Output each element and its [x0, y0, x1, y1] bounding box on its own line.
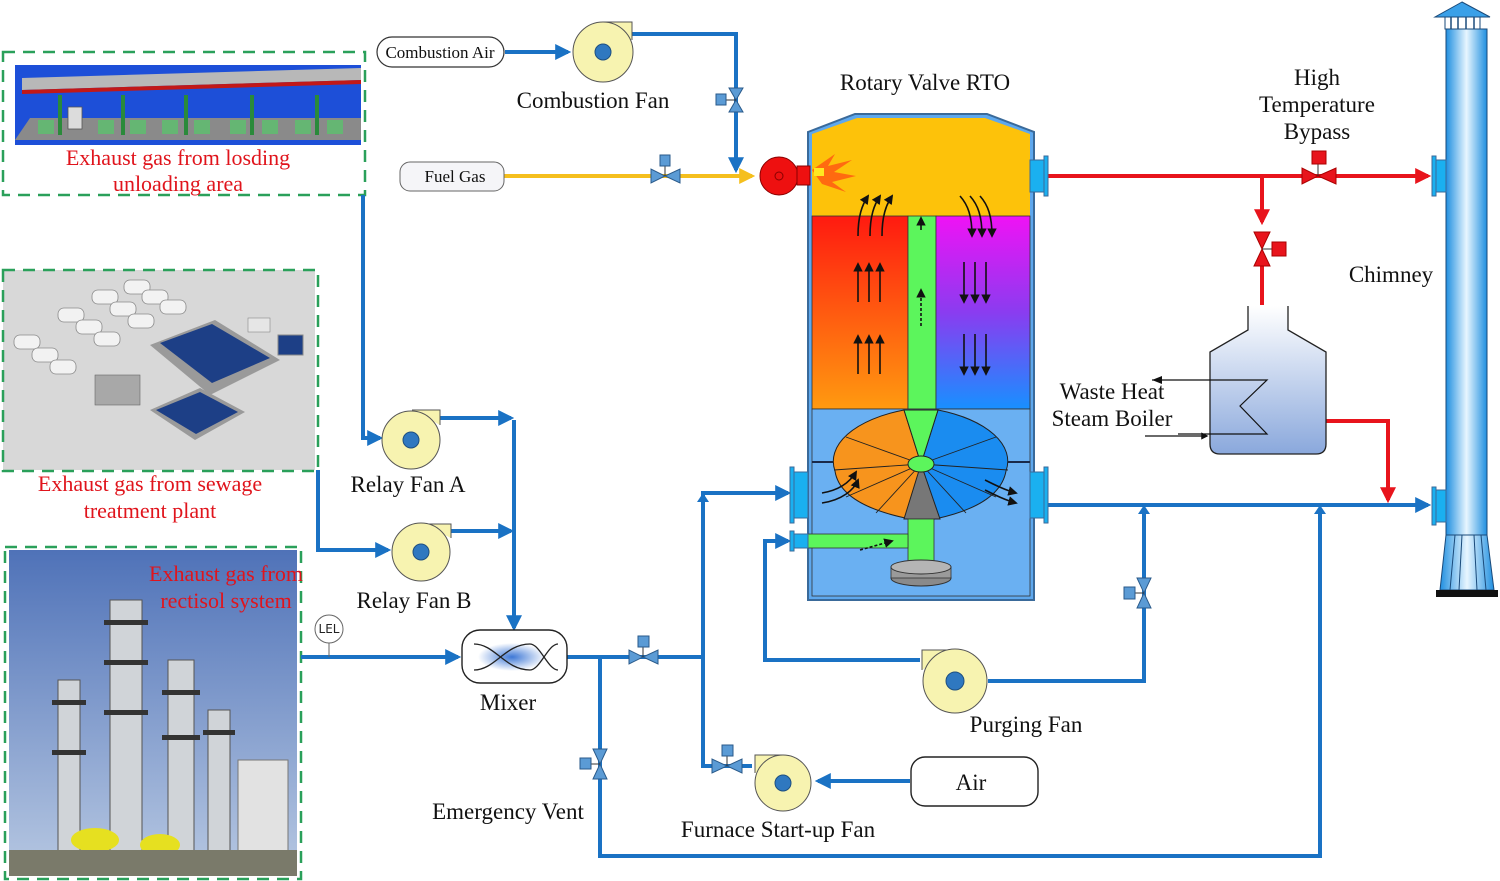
rotary-valve-rto[interactable]: [789, 113, 1049, 601]
startup-fan-valve[interactable]: [711, 744, 743, 774]
mixer-label: Mixer: [480, 690, 537, 715]
combustion-air-valve[interactable]: [715, 87, 744, 113]
actuator-icon: [659, 154, 671, 167]
chimney-label: Chimney: [1349, 262, 1434, 287]
actuator-icon: [721, 744, 734, 757]
rectisol-towers-illustration: [9, 599, 297, 876]
emergency-vent-label: Emergency Vent: [432, 799, 584, 824]
source-loading-label-1: Exhaust gas from losding: [66, 145, 290, 170]
bypass-label-3: Bypass: [1284, 119, 1351, 144]
combustion-fan[interactable]: [572, 21, 634, 83]
high-temp-bypass-valve[interactable]: [1301, 150, 1337, 185]
source-border: [1, 50, 367, 197]
loading-station-image: [15, 65, 361, 145]
rto-purge-inlet: [793, 533, 809, 549]
heat-bed-inlet: [811, 215, 909, 410]
combustion-fan-label: Combustion Fan: [517, 88, 670, 113]
boiler-label-1: Waste Heat: [1060, 379, 1165, 404]
chimney[interactable]: [1431, 1, 1498, 597]
purging-fan-label: Purging Fan: [970, 712, 1083, 737]
fan-hub-icon: [402, 431, 420, 449]
lel-label: LEL: [319, 622, 340, 636]
purge-column: [907, 215, 937, 410]
fuel-gas-label: Fuel Gas: [425, 167, 486, 186]
fan-hub-icon: [774, 774, 792, 792]
boiler-label-2: Steam Boiler: [1052, 406, 1173, 431]
source-sewage-label-1: Exhaust gas from sewage: [38, 471, 262, 496]
rto-outlet-hot: [1029, 159, 1045, 193]
flame-icon: [812, 154, 856, 192]
fuel-gas-valve[interactable]: [650, 154, 681, 184]
purging-fan[interactable]: [921, 648, 988, 714]
rto-outlet-clean: [1029, 471, 1045, 519]
combustion-air-label: Combustion Air: [385, 43, 494, 62]
lel-sensor[interactable]: LEL: [314, 614, 344, 657]
mixer[interactable]: [461, 629, 568, 684]
source-loading-label-2: unloading area: [113, 171, 243, 196]
fuel-gas-terminal[interactable]: Fuel Gas: [399, 161, 505, 192]
emergency-vent-valve[interactable]: [579, 748, 608, 780]
source-rectisol-system: Exhaust gas from rectisol system: [3, 545, 303, 881]
rto-label: Rotary Valve RTO: [840, 70, 1010, 95]
actuator-icon: [1123, 586, 1136, 600]
boiler-inlet-valve[interactable]: [1253, 231, 1287, 267]
source-rectisol-label-1: Exhaust gas from: [149, 561, 303, 586]
bypass-label-2: Temperature: [1259, 92, 1375, 117]
heat-bed-outlet: [935, 215, 1031, 410]
air-terminal[interactable]: Air: [910, 756, 1039, 807]
source-sewage-plant: Exhaust gas from sewage treatment plant: [1, 268, 320, 523]
actuator-icon: [1271, 241, 1287, 257]
source-sewage-label-2: treatment plant: [84, 498, 217, 523]
actuator-icon: [637, 635, 650, 648]
furnace-startup-fan-label: Furnace Start-up Fan: [681, 817, 876, 842]
rto-inlet: [793, 471, 809, 519]
relay-fan-a-label: Relay Fan A: [351, 472, 466, 497]
purging-valve[interactable]: [1123, 577, 1152, 609]
source-border: [3, 545, 303, 881]
rotary-valve-disc: [832, 409, 1009, 520]
relay-fan-b-label: Relay Fan B: [357, 588, 472, 613]
sewage-plant-illustration: [13, 279, 304, 440]
relay-fan-b[interactable]: [391, 522, 452, 582]
mixer-outlet-valve[interactable]: [628, 635, 659, 665]
actuator-icon: [1311, 150, 1327, 165]
waste-heat-steam-boiler[interactable]: [1145, 306, 1327, 455]
relay-fan-a[interactable]: [381, 409, 441, 470]
source-loading-area: Exhaust gas from losding unloading area: [1, 50, 367, 197]
hot-gas-piping: [1048, 168, 1432, 504]
combustion-chamber: [812, 118, 1030, 216]
source-rectisol-label-2: rectisol system: [160, 588, 291, 613]
air-label: Air: [956, 770, 987, 795]
fan-hub-icon: [594, 43, 612, 61]
furnace-startup-fan[interactable]: [754, 754, 812, 812]
combustion-air-terminal[interactable]: Combustion Air: [376, 36, 505, 68]
actuator-icon: [579, 757, 592, 770]
actuator-icon: [715, 93, 727, 106]
fan-hub-icon: [945, 671, 965, 691]
flow-arrows: [821, 194, 1018, 551]
bypass-label-1: High: [1294, 65, 1341, 90]
fan-hub-icon: [412, 543, 430, 561]
burner[interactable]: [759, 154, 856, 196]
source-border: [1, 268, 320, 473]
